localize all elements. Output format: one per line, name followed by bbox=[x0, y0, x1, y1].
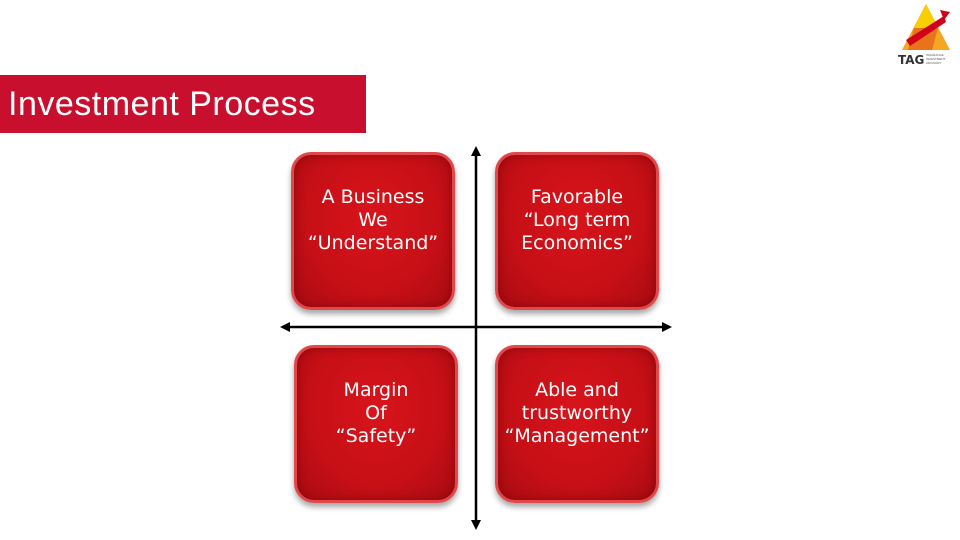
quadrant-label-line: Economics” bbox=[521, 231, 633, 254]
quadrant-tile-understand: A Business We “Understand” bbox=[291, 152, 455, 310]
quadrant-label-line: trustworthy bbox=[521, 401, 633, 424]
slide-title: Investment Process bbox=[0, 75, 366, 133]
logo-tagline: INSURANCE INVESTMENT ADVISORY bbox=[926, 53, 956, 65]
quadrant-label-line: Of bbox=[365, 401, 387, 424]
tag-logo: TAG INSURANCE INVESTMENT ADVISORY bbox=[894, 2, 956, 67]
quadrant-label: Margin Of “Safety” bbox=[336, 379, 416, 448]
quadrant-label-line: Able and bbox=[535, 378, 619, 401]
quadrant-label: A Business We “Understand” bbox=[308, 186, 438, 255]
quadrant-label-line: Margin bbox=[343, 378, 409, 401]
quadrant-tile-safety: Margin Of “Safety” bbox=[294, 345, 458, 503]
quadrant-label-line: A Business bbox=[321, 185, 425, 208]
quadrant-label-line: Favorable bbox=[530, 185, 624, 208]
logo-tagline-line: INVESTMENT bbox=[926, 57, 946, 61]
quadrant-label-line: “Management” bbox=[504, 424, 650, 447]
quadrant-label-line: We bbox=[358, 208, 388, 231]
logo-tagline-line: ADVISORY bbox=[926, 61, 942, 65]
quadrant-label: Favorable “Long term Economics” bbox=[521, 186, 633, 255]
quadrant-label-line: “Safety” bbox=[335, 424, 417, 447]
logo-wordmark: TAG bbox=[898, 53, 925, 67]
quadrant-label: Able and trustworthy “Management” bbox=[505, 379, 650, 448]
logo-tagline-line: INSURANCE bbox=[926, 53, 944, 57]
logo-mark-icon bbox=[902, 4, 950, 50]
quadrant-label-line: “Understand” bbox=[307, 231, 439, 254]
quadrant-tile-economics: Favorable “Long term Economics” bbox=[495, 152, 659, 310]
quadrant-tile-management: Able and trustworthy “Management” bbox=[495, 345, 659, 503]
quadrant-label-line: “Long term bbox=[523, 208, 631, 231]
